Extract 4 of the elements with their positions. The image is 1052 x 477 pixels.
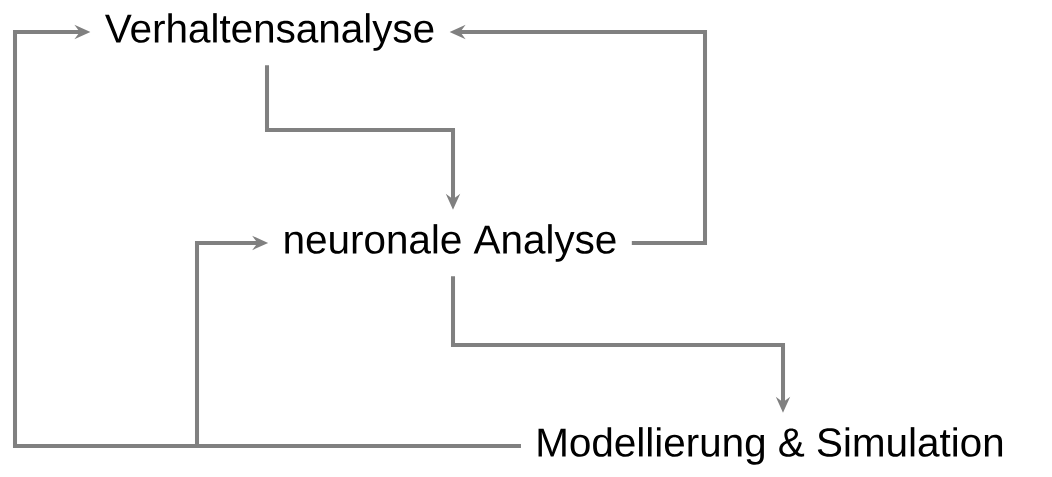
node-label: Verhaltensanalyse [105, 13, 434, 51]
node-label: Modellierung & Simulation [538, 427, 1003, 465]
arrow [195, 235, 521, 448]
node-label: neuronale Analyse [285, 224, 616, 262]
